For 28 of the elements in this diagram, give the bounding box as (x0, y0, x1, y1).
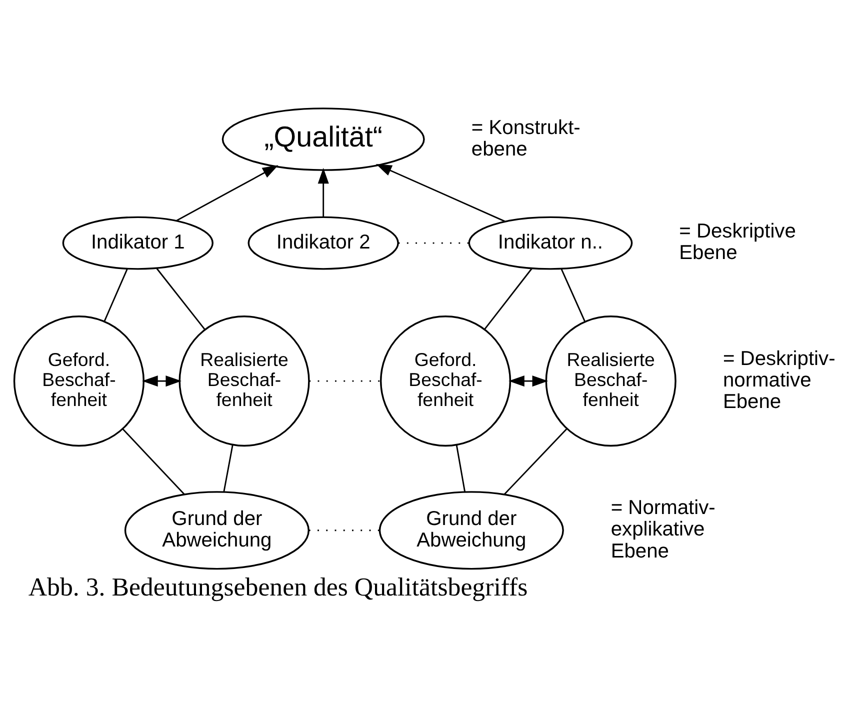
arrow (176, 165, 278, 222)
node-circle: Geford. Beschaf- fenheit (13, 316, 145, 447)
arrow (508, 376, 548, 387)
node-circle: Geford. Beschaf- fenheit (380, 316, 512, 447)
node-ellipse: Grund der Abweichung (378, 491, 564, 570)
connector (156, 268, 206, 330)
connector (104, 268, 128, 322)
node-ellipse: Indikator n.. (468, 216, 633, 270)
node-ellipse: Indikator 2 (248, 216, 399, 270)
node-circle: Realisierte Beschaf- fenheit (545, 316, 676, 447)
node-circle: Realisierte Beschaf- fenheit (178, 316, 310, 447)
arrow (376, 164, 506, 222)
label: = Konstrukt- ebene (471, 116, 580, 160)
node-ellipse: Indikator 1 (62, 216, 214, 270)
arrow (318, 168, 329, 217)
label: = Deskriptive Ebene (679, 220, 796, 264)
arrow (142, 376, 182, 387)
label: = Normativ- explikative Ebene (610, 497, 716, 562)
node-ellipse: Grund der Abweichung (124, 491, 310, 570)
connector (122, 428, 185, 495)
node-ellipse: „Qualität“ (222, 108, 425, 171)
connector (223, 444, 234, 492)
connector (560, 268, 586, 322)
connector (504, 428, 568, 495)
caption: Abb. 3. Bedeutungsebenen des Qualitätsbegriffs (28, 572, 528, 602)
connector (484, 268, 532, 330)
label: = Deskriptiv- normative Ebene (722, 348, 836, 413)
connector (456, 445, 466, 492)
